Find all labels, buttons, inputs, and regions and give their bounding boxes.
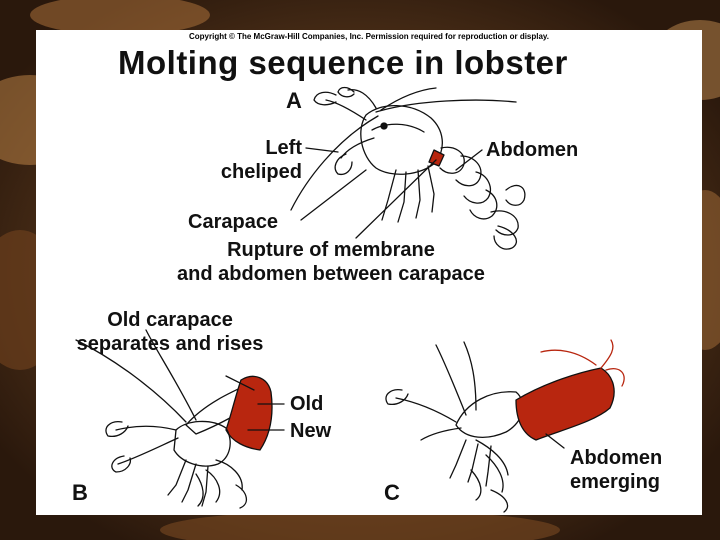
lobster-a bbox=[290, 86, 526, 250]
label-left-cheliped: Left cheliped bbox=[194, 136, 302, 184]
slide-panel: Copyright © The McGraw-Hill Companies, I… bbox=[36, 30, 702, 515]
label-abdomen-emerging-line1: Abdomen bbox=[570, 447, 663, 469]
panel-label-a: A bbox=[286, 88, 302, 113]
label-old-carapace: Old carapace separates and rises bbox=[50, 308, 290, 356]
pointer-rupture bbox=[355, 159, 437, 239]
panel-label-b: B bbox=[72, 480, 88, 505]
copyright-notice: Copyright © The McGraw-Hill Companies, I… bbox=[188, 32, 550, 41]
label-rupture: Rupture of membrane and abdomen between … bbox=[130, 238, 532, 286]
pointer-left-cheliped bbox=[305, 147, 339, 153]
label-rupture-line2: and abdomen between carapace bbox=[177, 263, 485, 285]
label-abdomen-emerging: Abdomen emerging bbox=[570, 446, 662, 494]
label-old-carapace-line2: separates and rises bbox=[76, 333, 264, 355]
lobster-b bbox=[75, 329, 273, 509]
label-rupture-line1: Rupture of membrane bbox=[227, 239, 435, 261]
pointer-abdomen bbox=[455, 149, 483, 171]
label-abdomen: Abdomen bbox=[486, 139, 579, 161]
slide-title: Molting sequence in lobster bbox=[118, 44, 568, 81]
panel-label-c: C bbox=[384, 480, 400, 505]
label-left-cheliped-line2: cheliped bbox=[220, 161, 302, 183]
pointer-old-carapace bbox=[225, 375, 255, 391]
label-old-carapace-line1: Old carapace bbox=[107, 309, 233, 331]
label-carapace: Carapace bbox=[188, 211, 279, 233]
label-new: New bbox=[290, 420, 332, 442]
label-old: Old bbox=[290, 393, 324, 415]
label-left-cheliped-line1: Left bbox=[265, 137, 302, 159]
pointer-abdomen-emerging bbox=[545, 433, 565, 449]
lobster-c bbox=[385, 339, 625, 513]
label-abdomen-emerging-line2: emerging bbox=[570, 471, 661, 493]
lobster-illustration bbox=[75, 86, 625, 513]
pointer-carapace bbox=[300, 169, 367, 221]
